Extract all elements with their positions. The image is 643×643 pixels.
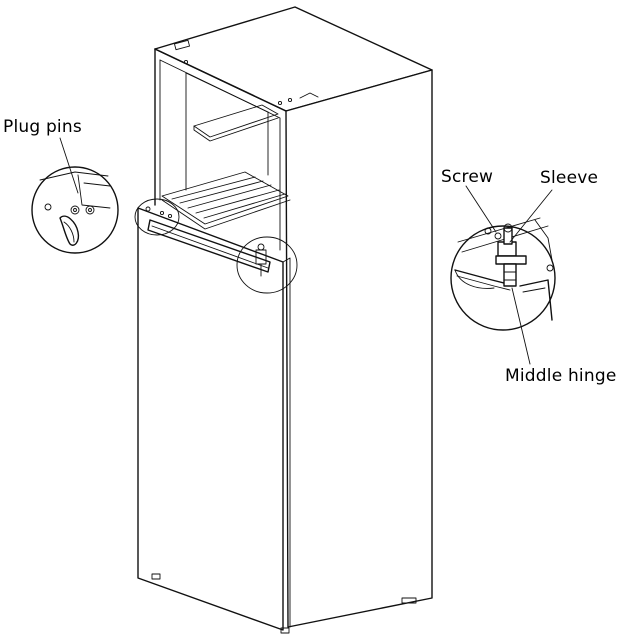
lower-door [137,206,417,634]
detail-circle-left [134,198,180,236]
plug-pins-label: Plug pins [3,117,82,137]
wire-rack [161,171,291,230]
freezer-shelf [193,104,279,142]
screw-label: Screw [441,167,494,187]
cabinet [154,6,433,628]
middle-hinge-label: Middle hinge [505,366,617,386]
plug-pins-callout [31,137,119,254]
detail-circle-right [236,236,298,294]
hinge-callout [450,185,556,365]
sleeve-label: Sleeve [540,168,599,188]
